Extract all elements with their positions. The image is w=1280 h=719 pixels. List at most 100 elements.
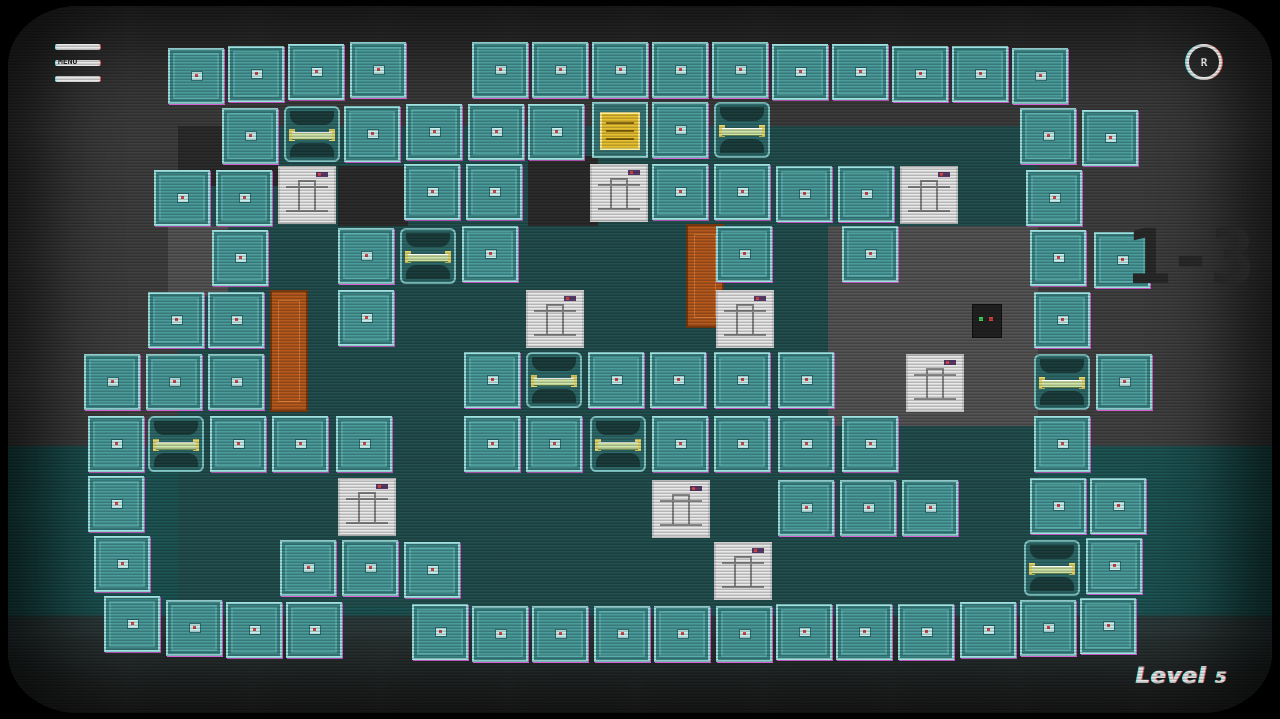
tile-marker [741,378,744,381]
tile-marker [743,632,746,635]
tile-marker [365,254,368,257]
tile-marker [681,632,684,635]
floor-tile [350,42,406,98]
tile-marker [307,566,310,569]
floor-tile [778,352,834,408]
tile-marker [255,72,258,75]
floor-tile [462,226,518,282]
tile-marker [805,378,808,381]
menu-icon-bar [56,76,100,82]
tile-marker [859,70,862,73]
tile-marker [869,442,872,445]
tile-marker [239,256,242,259]
floor-tile [526,416,582,472]
floor-tile [344,106,400,162]
pipe-block [906,354,964,412]
floor-tile [1030,230,1086,286]
floor-tile [412,604,468,660]
floor-tile [464,416,520,472]
tile-marker [493,190,496,193]
tile-marker [433,130,436,133]
bridge-tile [590,416,646,472]
floor-tile [338,228,394,284]
floor-tile [88,416,144,472]
tile-marker [1061,318,1064,321]
tile-marker [677,378,680,381]
floor-tile [1030,478,1086,534]
floor-tile [776,604,832,660]
orange-door [270,290,308,412]
pipe-block [590,164,648,222]
floor-tile [404,542,460,598]
tile-marker [741,190,744,193]
tile-marker [369,566,372,569]
tile-marker [559,632,562,635]
restart-button[interactable]: R [1186,44,1222,80]
bridge-tile [714,102,770,158]
floor-tile [1090,478,1146,534]
tile-marker [495,130,498,133]
bridge-tile [400,228,456,284]
bridge-tile [284,106,340,162]
floor-tile [84,354,140,410]
tile-marker [1113,564,1116,567]
tile-marker [499,632,502,635]
tile-marker [679,128,682,131]
floor-tile [336,416,392,472]
floor-tile [166,600,222,656]
tile-marker [799,70,802,73]
tile-marker [1057,256,1060,259]
floor-tile [592,42,648,98]
tile-marker [431,190,434,193]
tile-marker [929,506,932,509]
background-level-code: 1-3 [1126,212,1255,301]
tile-marker [805,506,808,509]
bridge-tile [526,352,582,408]
tile-marker [1117,504,1120,507]
floor-tile [778,416,834,472]
restart-icon: R [1200,55,1208,69]
floor-tile [406,104,462,160]
tile-marker [193,626,196,629]
bridge-tile [1034,354,1090,410]
floor-tile [1082,110,1138,166]
floor-tile [1034,416,1090,472]
pipe-block [900,166,958,224]
floor-tile [532,606,588,662]
pipe-block [716,290,774,348]
tile-marker [743,252,746,255]
floor-tile [1086,538,1142,594]
floor-tile [776,166,832,222]
menu-button[interactable]: MENU [56,44,100,86]
floor-tile [1034,292,1090,348]
pipe-block [652,480,710,538]
floor-tile [154,170,210,226]
tile-marker [739,68,742,71]
tile-marker [111,380,114,383]
floor-tile [840,480,896,536]
floor-tile [210,416,266,472]
floor-tile [652,164,708,220]
floor-tile [842,226,898,282]
tile-marker [491,378,494,381]
bridge-tile [1024,540,1080,596]
floor-tile [960,602,1016,658]
tile-marker [181,196,184,199]
tile-marker [1061,442,1064,445]
tile-marker [741,442,744,445]
floor-tile [714,416,770,472]
floor-tile [1094,232,1150,288]
floor-tile [280,540,336,596]
floor-tile [588,352,644,408]
floor-tile [836,604,892,660]
tile-marker [865,192,868,195]
floor-tile [594,606,650,662]
tile-marker [621,632,624,635]
tile-marker [1057,504,1060,507]
floor-tile [838,166,894,222]
level-label-text: Level [1136,664,1207,689]
floor-tile [464,352,520,408]
pipe-block [714,542,772,600]
tile-marker [315,70,318,73]
